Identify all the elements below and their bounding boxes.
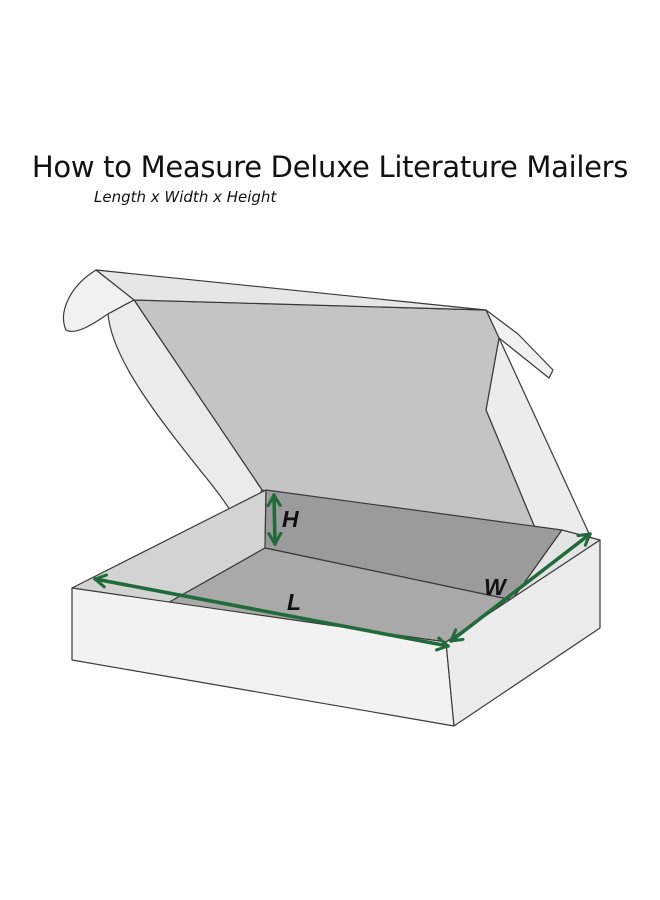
width-arrow [449, 532, 592, 643]
lid-left-flap [62, 269, 135, 332]
page-subtitle: Length x Width x Height [94, 188, 277, 206]
length-label: L [287, 589, 301, 615]
length-arrow [93, 573, 450, 652]
width-label: W [484, 574, 508, 600]
page-title: How to Measure Deluxe Literature Mailers [31, 150, 629, 184]
height-label: H [282, 506, 299, 532]
height-arrow [266, 493, 283, 546]
